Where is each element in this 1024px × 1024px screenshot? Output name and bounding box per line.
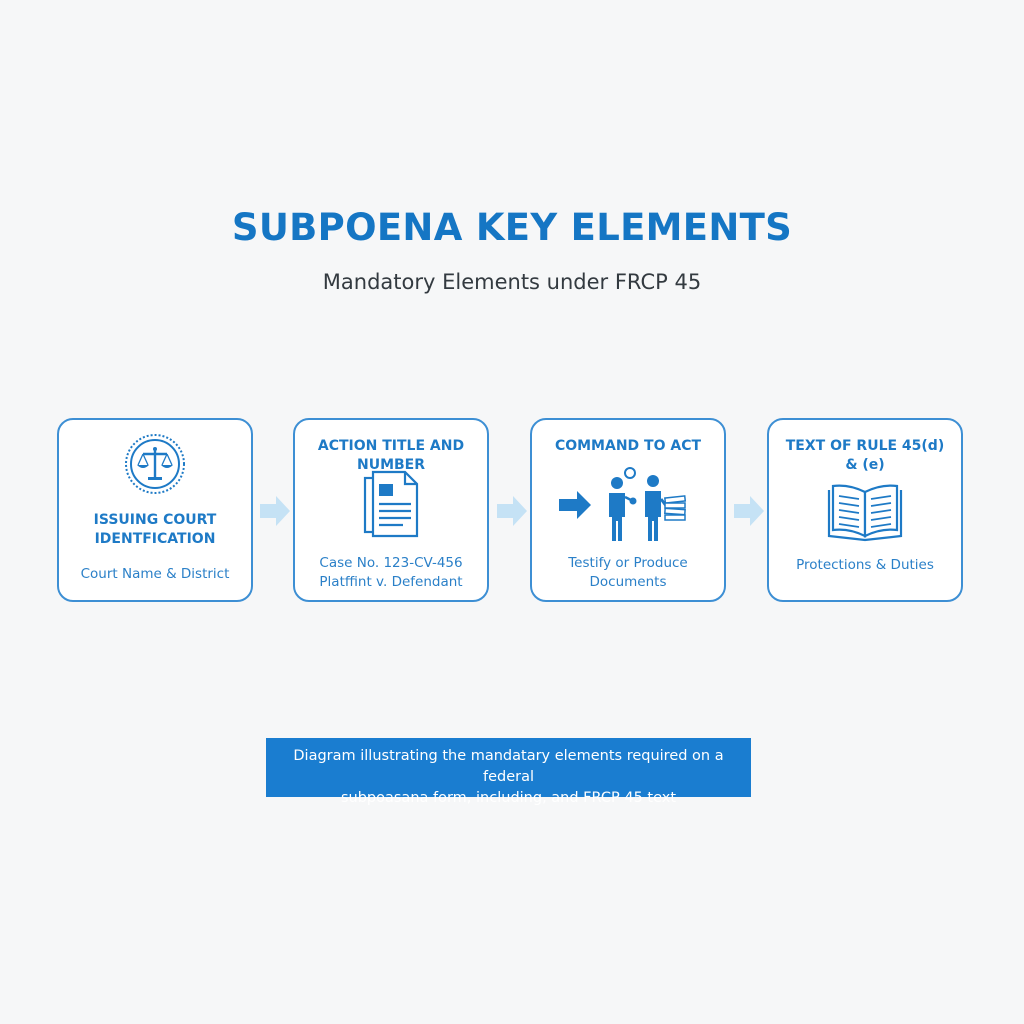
card-heading: ACTION TITLE AND NUMBER [317, 438, 465, 473]
card-text: Court Name & District [80, 566, 230, 582]
card-heading: COMMAND TO ACT [554, 438, 702, 454]
flow-arrow-icon [258, 494, 292, 528]
document-icon [295, 470, 487, 542]
card-text: Testify or Produce Documents [568, 555, 688, 590]
card-action-title: ACTION TITLE AND NUMBER Case No. 123-CV-… [293, 418, 489, 602]
flow-arrow-icon [732, 494, 766, 528]
card-command-to-act: COMMAND TO ACT Testify or Produce Docume… [530, 418, 726, 602]
scales-of-justice-seal-icon [59, 432, 251, 496]
flow-arrow-icon [495, 494, 529, 528]
diagram-subtitle: Mandatory Elements under FRCP 45 [322, 270, 702, 294]
card-heading: ISSUING COURT IDENTFICATION [93, 512, 217, 547]
card-text: Protections & Duties [796, 557, 934, 573]
card-text: Case No. 123-CV-456 Platffint v. Defenda… [319, 555, 463, 590]
card-issuing-court: ISSUING COURT IDENTFICATION Court Name &… [57, 418, 253, 602]
card-heading: TEXT OF RULE 45(d) & (e) [785, 438, 945, 473]
caption-banner: Diagram illustrating the mandatary eleme… [266, 738, 751, 806]
open-book-icon [769, 482, 961, 546]
witness-handing-documents-icon [532, 465, 724, 545]
diagram-title: SUBPOENA KEY ELEMENTS [231, 206, 793, 249]
card-rule-text: TEXT OF RULE 45(d) & (e) Protections & D… [767, 418, 963, 602]
